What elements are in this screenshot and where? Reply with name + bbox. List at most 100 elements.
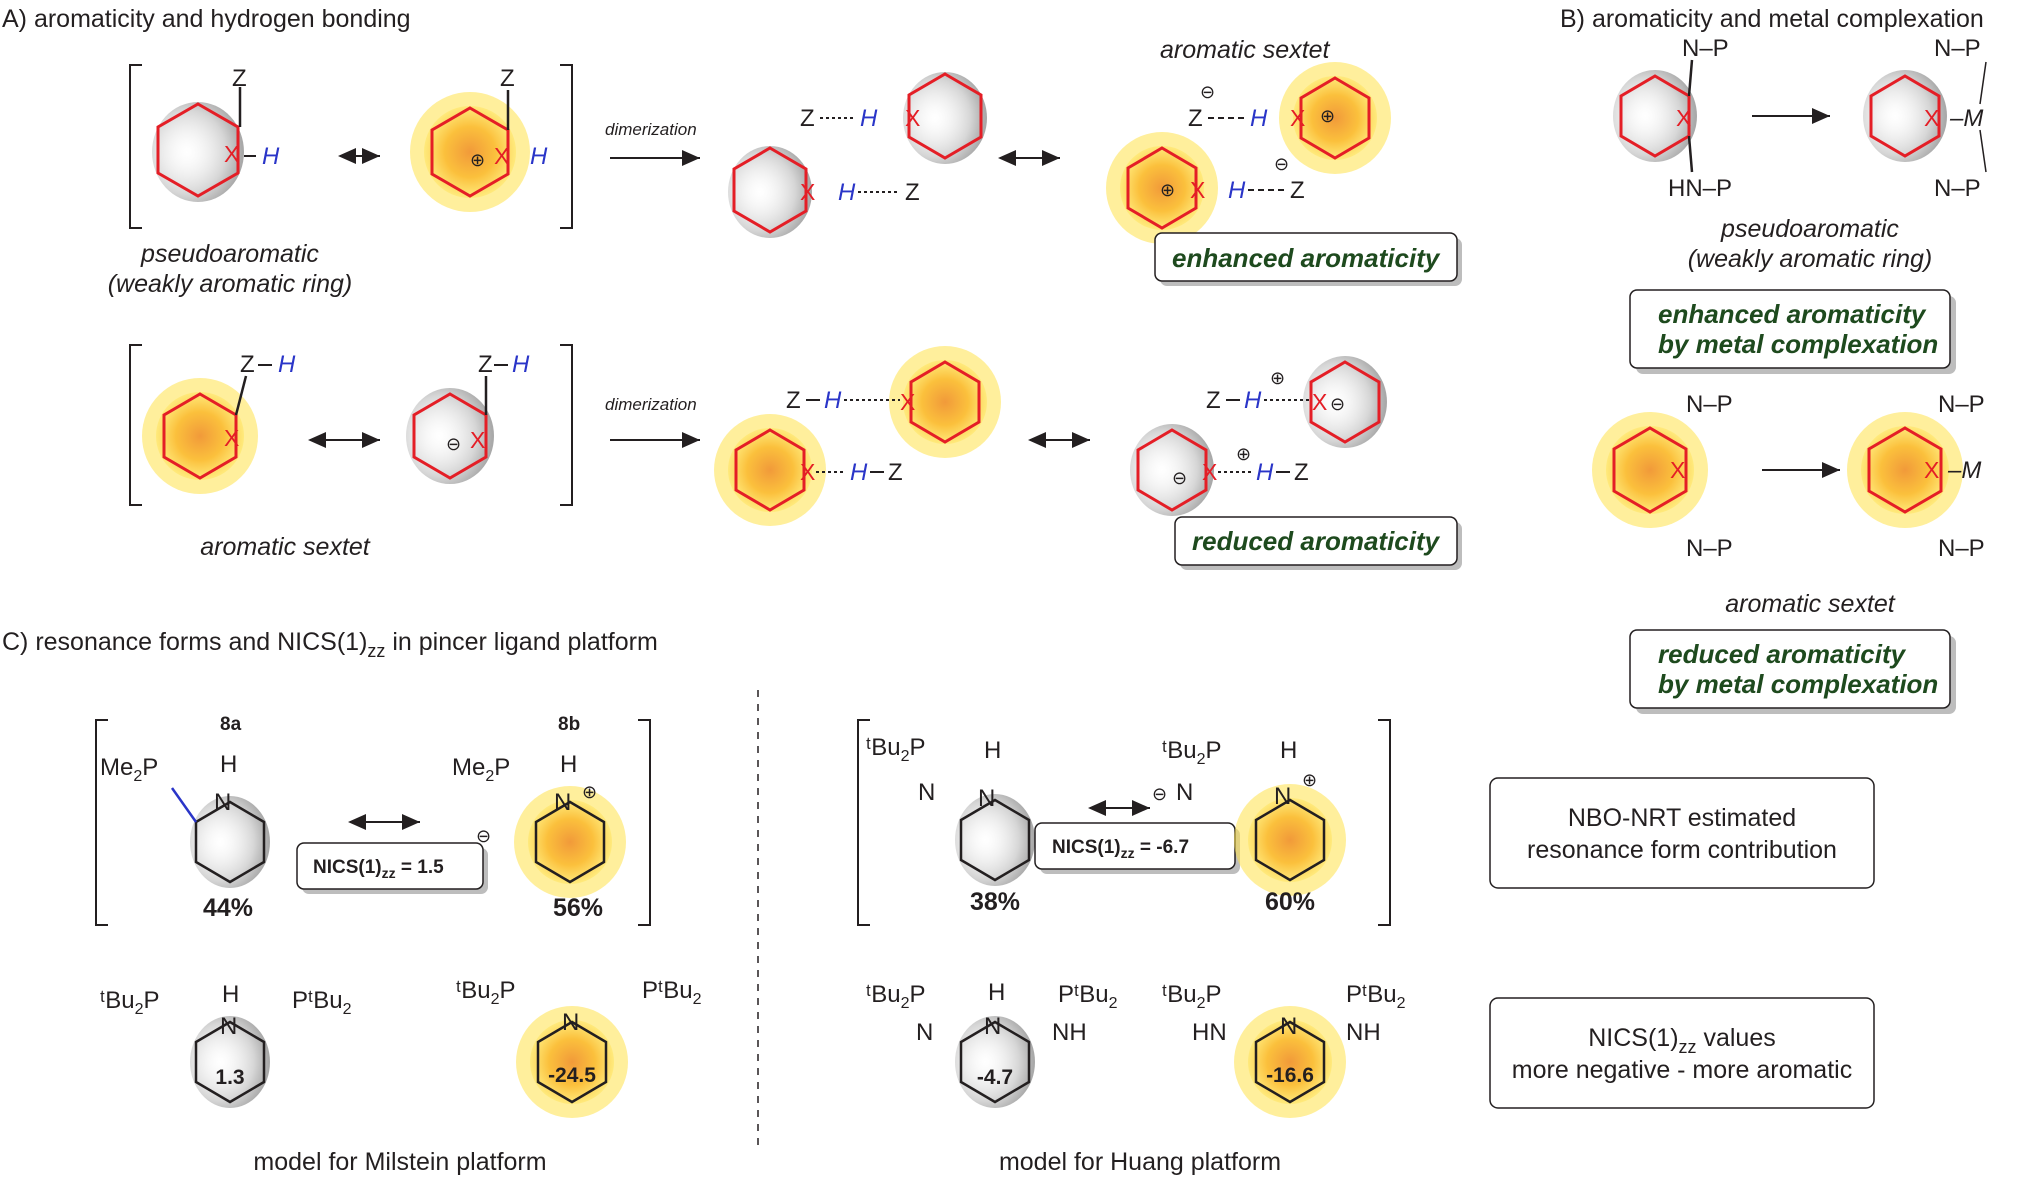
b-box-reduced <box>1629 629 1951 709</box>
ring-value-24-5: -24.5 <box>548 1064 596 1087</box>
svg-text:N–P: N–P <box>1934 175 1981 202</box>
svg-text:H: H <box>512 351 530 378</box>
c-bracket-right <box>638 719 651 926</box>
svg-text:X: X <box>470 427 485 453</box>
c-milstein-pseudo: ᵗBu2P H N PᵗBu2 <box>100 981 352 1108</box>
svg-text:⊕: ⊕ <box>470 150 485 170</box>
svg-text:X: X <box>224 141 239 167</box>
aromatic-ring-glow: Z ⊕ X H <box>410 65 548 212</box>
svg-text:N–P: N–P <box>1686 391 1733 418</box>
svg-text:⊕: ⊕ <box>582 782 597 802</box>
panel-b: N–P X HN–P N–P X –M N–P pseudoaromatic (… <box>1592 35 1987 714</box>
svg-text:N: N <box>978 785 995 812</box>
caption-aromatic-sextet-top: aromatic sextet <box>1160 36 1331 64</box>
label-8b: 8b <box>558 714 580 735</box>
svg-text:X: X <box>1670 457 1685 483</box>
svg-text:N–P: N–P <box>1938 535 1985 562</box>
svg-text:X: X <box>1924 105 1939 131</box>
svg-text:N: N <box>220 1013 237 1040</box>
panel-b-title: B) aromaticity and metal complexation <box>1560 5 1984 33</box>
svg-text:H: H <box>530 143 548 170</box>
svg-text:H: H <box>824 387 842 414</box>
panel-a-row1: Z X H Z ⊕ X H dimerization Z H X X H <box>108 36 1462 298</box>
caption-pseudo-line2: (weakly aromatic ring) <box>108 270 353 298</box>
ring-value-16-6: -16.6 <box>1266 1064 1314 1087</box>
c-huang-aromatic: ᵗBu2P ⊖ N H N ⊕ <box>1152 737 1346 896</box>
svg-text:H: H <box>560 751 577 778</box>
svg-text:N: N <box>554 789 571 816</box>
svg-text:H: H <box>850 459 868 486</box>
svg-text:N–P: N–P <box>1686 535 1733 562</box>
svg-text:X: X <box>900 389 915 415</box>
pseudoaromatic-ring: Z X H <box>152 65 280 202</box>
svg-text:Z: Z <box>905 179 920 206</box>
svg-text:PᵗBu2: PᵗBu2 <box>292 987 352 1018</box>
panel-c-title: C) resonance forms and NICS(1)zz in pinc… <box>2 628 658 661</box>
note2-line2: more negative - more aromatic <box>1512 1056 1852 1084</box>
svg-text:N: N <box>1274 783 1291 810</box>
svg-text:X: X <box>800 179 815 205</box>
svg-text:Z: Z <box>232 65 247 92</box>
svg-text:⊖: ⊖ <box>1330 394 1345 414</box>
b-caption-pseudo-line1: pseudoaromatic <box>1720 215 1899 243</box>
svg-text:PᵗBu2: PᵗBu2 <box>1346 981 1406 1012</box>
svg-text:Z: Z <box>1206 387 1221 414</box>
c-huang-bottom-pseudo: ᵗBu2P N H N PᵗBu2 NH <box>866 979 1118 1108</box>
svg-text:Z: Z <box>478 351 493 378</box>
svg-text:H: H <box>1228 177 1246 204</box>
svg-text:X: X <box>1290 105 1305 131</box>
b-caption-sextet: aromatic sextet <box>1725 590 1896 618</box>
svg-text:N: N <box>984 1013 1001 1040</box>
box-reduced-text: reduced aromaticity <box>1192 526 1441 556</box>
svg-text:X: X <box>1190 177 1205 203</box>
svg-text:–M: –M <box>1949 105 1983 132</box>
aromatic-ring-glow-2: Z H X <box>142 351 296 494</box>
svg-text:⊕: ⊕ <box>1160 180 1175 200</box>
b-pseudo-complex: N–P X –M N–P <box>1863 35 1987 202</box>
dimerization-label: dimerization <box>605 120 697 139</box>
svg-text:Me2P: Me2P <box>452 754 510 785</box>
svg-text:ᵗBu2P: ᵗBu2P <box>866 734 926 765</box>
svg-text:⊖: ⊖ <box>1152 784 1167 804</box>
svg-text:X: X <box>224 425 239 451</box>
svg-text:PᵗBu2: PᵗBu2 <box>642 977 702 1008</box>
svg-text:⊖: ⊖ <box>446 434 461 454</box>
svg-text:X: X <box>1312 389 1327 415</box>
b-box-enhanced <box>1629 289 1951 369</box>
bracket-left-2 <box>129 344 142 506</box>
b-box-reduced-line2: by metal complexation <box>1658 669 1938 699</box>
svg-text:Z: Z <box>786 387 801 414</box>
svg-text:N: N <box>916 1019 933 1046</box>
dimerization-label-2: dimerization <box>605 395 697 414</box>
svg-text:H: H <box>860 105 878 132</box>
svg-text:H: H <box>988 979 1005 1006</box>
pseudo-dimer-2: Z H X ⊕ ⊖ X ⊖ ⊕ H Z <box>1130 356 1387 516</box>
b-box-reduced-line1: reduced aromaticity <box>1658 639 1907 669</box>
svg-text:HN: HN <box>1192 1019 1227 1046</box>
svg-text:ᵗBu2P: ᵗBu2P <box>100 987 160 1018</box>
pct-38: 38% <box>970 888 1020 916</box>
note-box-1 <box>1489 777 1875 889</box>
svg-text:N–P: N–P <box>1934 35 1981 62</box>
svg-text:Z: Z <box>800 105 815 132</box>
c-huang-pseudo: ᵗBu2P N H N <box>866 734 1035 886</box>
svg-text:⊕: ⊕ <box>1302 770 1317 790</box>
svg-text:H: H <box>1250 105 1268 132</box>
bracket-right-2 <box>560 344 573 506</box>
svg-text:⊖: ⊖ <box>1200 82 1215 102</box>
svg-text:N: N <box>214 789 231 816</box>
pseudoaromatic-ring-2: Z H ⊖ X <box>406 351 530 484</box>
ring-value-4-7: -4.7 <box>977 1066 1013 1089</box>
c-bracket-left-2 <box>857 719 870 926</box>
svg-text:ᵗBu2P: ᵗBu2P <box>1162 981 1222 1012</box>
caption-milstein: model for Milstein platform <box>253 1148 546 1176</box>
svg-text:⊕: ⊕ <box>1270 368 1285 388</box>
svg-text:H: H <box>278 351 296 378</box>
svg-text:ᵗBu2P: ᵗBu2P <box>1162 737 1222 768</box>
svg-text:N: N <box>1280 1013 1297 1040</box>
b-caption-pseudo-line2: (weakly aromatic ring) <box>1688 245 1933 273</box>
svg-text:H: H <box>838 179 856 206</box>
svg-text:H: H <box>1244 387 1262 414</box>
svg-text:Z: Z <box>240 351 255 378</box>
svg-text:N–P: N–P <box>1682 35 1729 62</box>
